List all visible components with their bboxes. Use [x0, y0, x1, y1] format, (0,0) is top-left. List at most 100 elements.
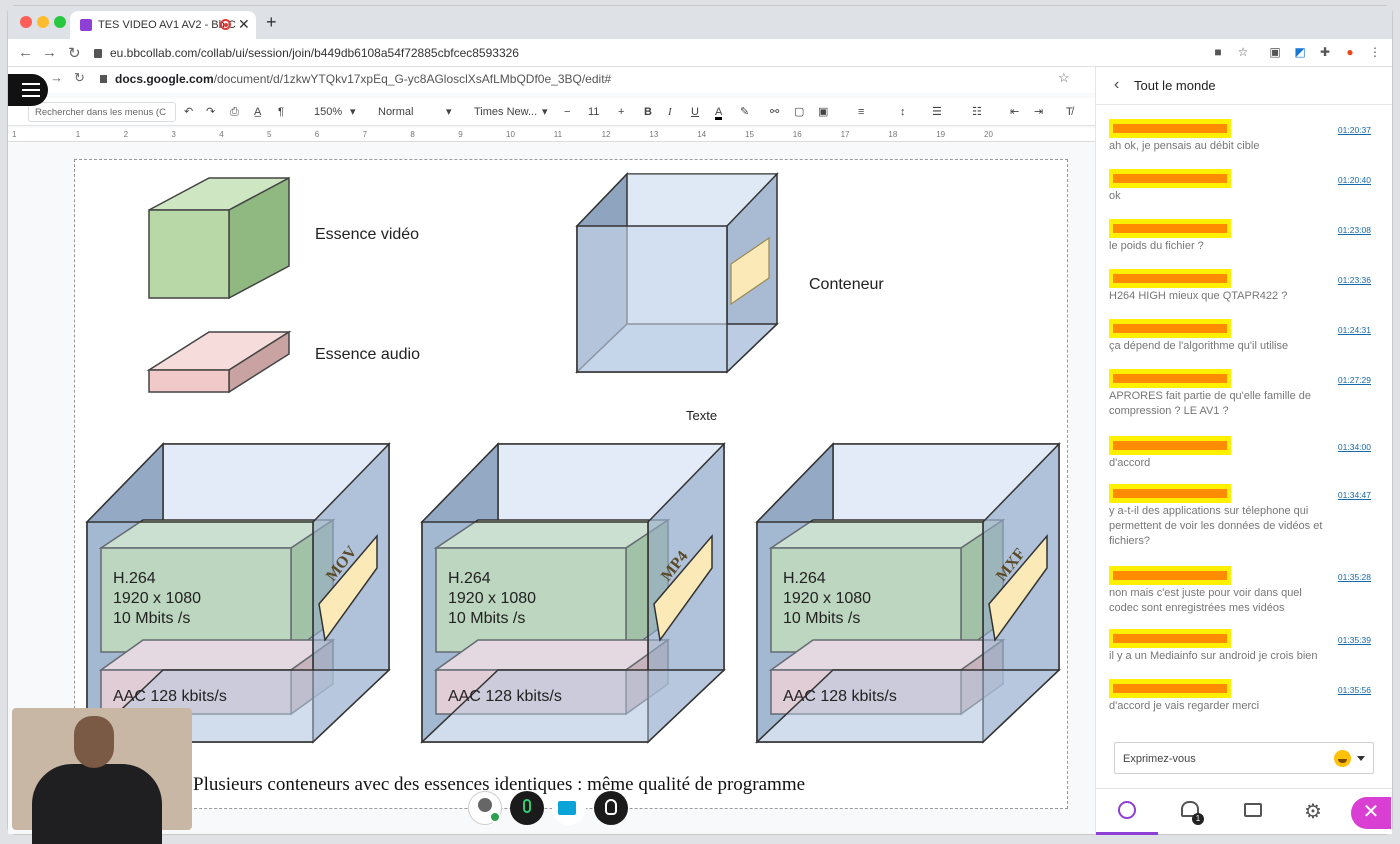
forward-icon[interactable]: → — [42, 44, 57, 61]
redacted-sender-name — [1109, 169, 1231, 188]
message-timestamp[interactable]: 01:20:40 — [1337, 175, 1371, 185]
redacted-sender-name — [1109, 269, 1231, 288]
redacted-sender-name — [1109, 369, 1231, 388]
link-extension-icon[interactable]: ◩ — [1294, 45, 1306, 59]
webcam-video[interactable] — [12, 708, 192, 844]
minimize-window-icon[interactable] — [37, 16, 49, 28]
ruler-mark: 1 — [12, 130, 17, 139]
print-icon: ⎙ — [230, 106, 239, 118]
back-icon[interactable]: ← — [18, 44, 33, 61]
zoom-select: 150% — [314, 106, 343, 118]
container-front — [576, 225, 728, 373]
camera-icon[interactable]: ■ — [1214, 45, 1222, 59]
font-decrease-icon: − — [564, 106, 571, 118]
style-caret-icon: ▾ — [446, 106, 452, 118]
microphone-button[interactable] — [510, 791, 544, 825]
close-panel-button[interactable]: ✕ — [1351, 797, 1391, 829]
emoji-icon[interactable] — [1334, 750, 1351, 767]
big-format-label — [988, 533, 1048, 642]
maximize-window-icon[interactable] — [54, 16, 66, 28]
tab-chat[interactable] — [1096, 789, 1158, 835]
chat-title: Tout le monde — [1134, 78, 1216, 93]
line-spacing-icon: ↕ — [900, 106, 906, 118]
ruler-mark: 2 — [123, 130, 129, 139]
address-bar[interactable]: eu.bbcollab.com/collab/ui/session/join/b… — [94, 42, 1194, 64]
close-panel-icon: ✕ — [1362, 801, 1380, 823]
shared-star-icon: ☆ — [1058, 70, 1070, 85]
bookmark-star-icon[interactable]: ☆ — [1237, 45, 1249, 59]
gear-icon: ⚙ — [1304, 801, 1322, 823]
message-timestamp[interactable]: 01:35:39 — [1337, 635, 1371, 645]
text-color-icon: A — [715, 106, 723, 120]
shared-url-host: docs.google.com — [115, 72, 214, 86]
message-timestamp[interactable]: 01:35:28 — [1337, 572, 1371, 582]
new-tab-icon[interactable]: + — [266, 12, 277, 32]
recording-icon — [220, 19, 231, 30]
tab-settings[interactable]: ⚙ — [1284, 789, 1346, 835]
chat-input[interactable]: Exprimez-vous — [1114, 742, 1374, 774]
presenter-body — [32, 764, 162, 844]
address-text: eu.bbcollab.com/collab/ui/session/join/b… — [110, 46, 519, 60]
box-audio: AAC 128 kbits/s — [783, 688, 897, 705]
raise-hand-button[interactable] — [594, 791, 628, 825]
emoji-caret-icon[interactable] — [1357, 756, 1365, 761]
redacted-sender-name — [1109, 484, 1231, 503]
redacted-sender-name — [1109, 119, 1231, 138]
hand-icon — [605, 799, 617, 815]
box-resolution: 1920 x 1080 — [448, 590, 537, 607]
undo-icon: ↶ — [184, 106, 194, 118]
redacted-sender-name — [1109, 629, 1231, 648]
message-timestamp[interactable]: 01:35:56 — [1337, 685, 1371, 695]
essence-video-label: Essence vidéo — [315, 226, 420, 243]
shared-url-path: /document/d/1zkwYTQkv17xpEq_G-yc8AGloscl… — [213, 72, 612, 86]
tab-participants[interactable]: 1 — [1160, 789, 1222, 835]
indent-increase-icon: ⇥ — [1034, 106, 1044, 118]
font-increase-icon: + — [618, 106, 625, 118]
more-menu-icon[interactable]: ⋮ — [1369, 45, 1381, 59]
ruler-mark: 3 — [171, 130, 176, 139]
message-timestamp[interactable]: 01:23:36 — [1337, 275, 1371, 285]
message-text: d'accord — [1109, 457, 1151, 469]
puzzle-icon[interactable]: ✚ — [1319, 45, 1331, 59]
browser-tab[interactable]: TES VIDEO AV1 AV2 - Bb C ✕ — [70, 11, 256, 39]
message-timestamp[interactable]: 01:24:31 — [1337, 325, 1371, 335]
container-label — [730, 236, 770, 306]
close-window-icon[interactable] — [20, 16, 32, 28]
close-tab-icon[interactable]: ✕ — [238, 16, 250, 32]
message-text: d'accord je vais regarder merci — [1109, 700, 1260, 712]
chat-header: ‹ Tout le monde — [1096, 67, 1392, 105]
message-text: y a-t-il des applications sur télephone … — [1109, 505, 1323, 547]
camera-button[interactable] — [552, 791, 586, 825]
ruler-mark: 17 — [840, 130, 850, 139]
reload-icon[interactable]: ↻ — [68, 45, 81, 62]
message-timestamp[interactable]: 01:23:08 — [1337, 225, 1371, 235]
profile-status-button[interactable] — [468, 791, 502, 825]
message-text: ça dépend de l'algorithme qu'il utilise — [1109, 340, 1289, 352]
video-essence-front — [148, 209, 230, 299]
ruler-mark: 10 — [506, 130, 515, 139]
redacted-sender-name — [1109, 679, 1231, 698]
box-audio: AAC 128 kbits/s — [448, 688, 562, 705]
ruler-mark: 7 — [362, 130, 368, 139]
ruler-mark: 5 — [267, 130, 272, 139]
italic-icon: I — [668, 106, 672, 118]
session-menu-button[interactable] — [8, 74, 48, 106]
tab-share[interactable] — [1222, 789, 1284, 835]
bold-icon: B — [644, 106, 652, 118]
extension-icon[interactable]: ▣ — [1269, 45, 1281, 59]
shared-address-bar: docs.google.com/document/d/1zkwYTQkv17xp… — [100, 72, 611, 86]
paint-format-icon: ¶ — [278, 106, 284, 118]
ruler-mark: 4 — [219, 130, 224, 139]
participants-count: 1 — [1192, 813, 1204, 825]
clear-format-icon: T̸ — [1066, 106, 1073, 118]
message-text: le poids du fichier ? — [1109, 240, 1204, 252]
participants-icon — [1181, 801, 1199, 817]
message-timestamp[interactable]: 01:20:37 — [1337, 125, 1371, 135]
profile-avatar-icon[interactable]: ● — [1346, 45, 1354, 59]
shared-browser-toolbar: → ↻ docs.google.com/document/d/1zkwYTQkv… — [8, 67, 1095, 93]
message-timestamp[interactable]: 01:34:00 — [1337, 442, 1371, 452]
message-timestamp[interactable]: 01:34:47 — [1337, 490, 1371, 500]
message-timestamp[interactable]: 01:27:29 — [1337, 375, 1371, 385]
browser-toolbar: ← → ↻ eu.bbcollab.com/collab/ui/session/… — [8, 39, 1392, 67]
back-chevron-icon[interactable]: ‹ — [1114, 76, 1120, 93]
